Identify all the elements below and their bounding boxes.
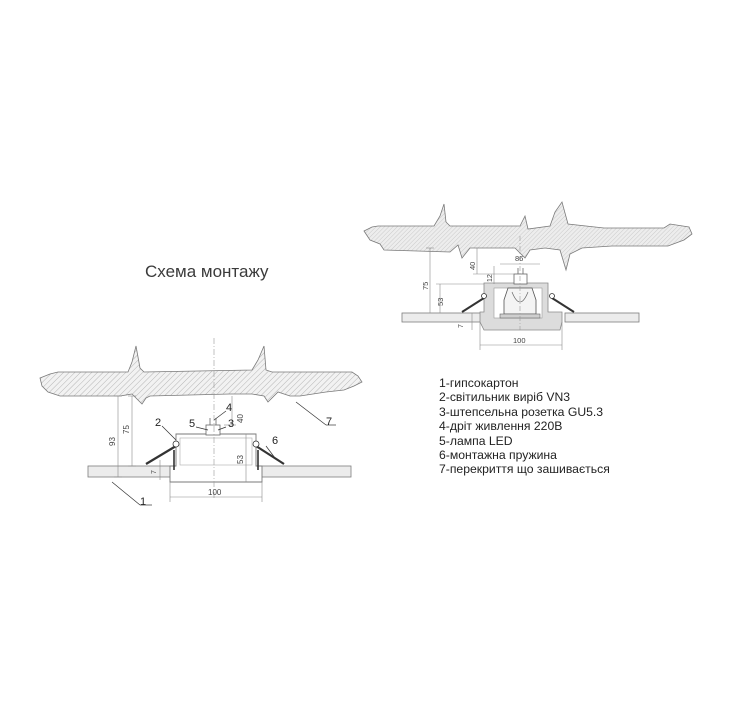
- left-spring-left: [145, 445, 177, 465]
- left-ceiling-slab: [39, 345, 363, 405]
- right-dim-100: 100: [513, 336, 526, 345]
- legend-item-6: 6-монтажна пружина: [439, 448, 557, 463]
- left-dim-40: 40: [236, 414, 245, 423]
- legend-item-5: 5-лампа LED: [439, 433, 513, 448]
- right-gypsum-board-right: [564, 312, 640, 323]
- left-dim-75: 75: [122, 425, 131, 434]
- right-dim-12: 12: [487, 274, 494, 282]
- callout-4: 4: [226, 402, 232, 414]
- legend-item-1: 1-гипсокартон: [439, 376, 519, 390]
- left-dim-93: 93: [108, 437, 117, 446]
- right-ceiling-slab: [363, 201, 693, 272]
- left-dim-7: 7: [151, 470, 158, 474]
- left-gypsum-board-left: [87, 465, 173, 478]
- legend: 1-гипсокартон 2-світильник виріб VN3 3-ш…: [439, 376, 610, 477]
- left-dim-53: 53: [236, 455, 245, 464]
- right-dim-7: 7: [458, 324, 465, 328]
- legend-item-7: 7-перекриття що зашивається: [439, 462, 610, 477]
- right-dim-75: 75: [421, 282, 430, 290]
- right-drawing: 75 53 40 12 86 100 7: [363, 201, 693, 350]
- left-drawing: 93 75 40 53 100 7 1 2 5 3 4 6: [39, 338, 363, 508]
- right-spring-left: [461, 297, 485, 313]
- right-spring-right: [551, 297, 575, 313]
- callout-2: 2: [155, 417, 161, 429]
- diagram-title: Схема монтажу: [145, 262, 269, 281]
- left-gypsum-board-right: [259, 465, 352, 478]
- left-spring-right: [255, 445, 285, 465]
- callout-1: 1: [140, 496, 146, 508]
- right-gypsum-board-left: [401, 312, 482, 323]
- right-dim-53: 53: [436, 298, 445, 306]
- callout-6: 6: [272, 435, 278, 447]
- left-leader-lines: [111, 401, 336, 506]
- right-socket: [513, 273, 528, 285]
- left-dim-100: 100: [208, 488, 222, 497]
- right-dim-40: 40: [468, 262, 477, 270]
- left-socket: [205, 424, 221, 436]
- right-dimension-lines: [426, 247, 563, 350]
- right-dim-86: 86: [515, 254, 523, 263]
- callout-5: 5: [189, 418, 195, 430]
- callout-3: 3: [228, 418, 234, 430]
- legend-item-4: 4-дріт живлення 220В: [439, 419, 563, 434]
- callout-7: 7: [326, 416, 332, 428]
- right-lamp-cone: [511, 291, 529, 303]
- left-fixture-inner: [179, 437, 253, 466]
- legend-item-3: 3-штепсельна розетка GU5.3: [439, 404, 604, 419]
- legend-item-2: 2-світильник виріб VN3: [439, 390, 571, 405]
- left-dimension-lines: [114, 395, 263, 502]
